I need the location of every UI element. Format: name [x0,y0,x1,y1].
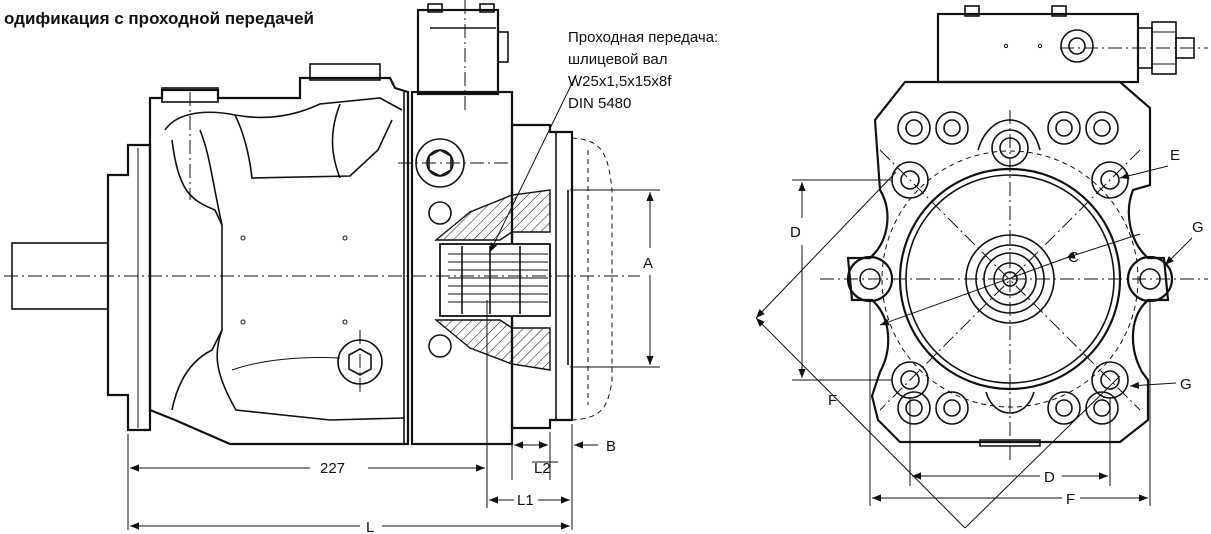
dim-L1-label: L1 [517,492,534,509]
top-bolt-row [897,111,1119,167]
label-F-horizontal: F [1066,491,1075,508]
dim-227-label: 227 [320,460,345,477]
front-housing-outline [846,80,1170,444]
pump-housing [148,76,410,446]
label-D-vertical: D [790,224,801,241]
bottom-bolt-row [897,391,1119,447]
spline-teeth [448,246,548,314]
front-view-dimensions: D F D F C E G G [755,147,1204,529]
side-view [4,0,640,446]
control-valve [416,8,500,96]
label-G-bottom: G [1180,376,1192,393]
label-G-top: G [1192,219,1204,236]
label-D-horizontal: D [1044,469,1055,486]
dim-L2-label: L2 [534,460,551,477]
label-C: C [1068,249,1079,266]
callout-line-3: W25x1,5x15x8f [568,73,672,90]
callout-line-1: Проходная передача: [568,29,718,46]
dim-A-label: A [643,255,653,272]
mounting-flange [106,143,152,432]
drawing-title: одификация с проходной передачей [4,9,314,28]
label-F-diagonal: F [828,392,837,409]
dim-B-label: B [606,438,616,455]
label-E: E [1170,147,1180,164]
splined-shaft [439,243,551,317]
callout-line-2: шлицевой вал [568,51,668,68]
side-view-dimensions: 227 L2 B L1 L A [127,189,660,534]
dim-L-label: L [366,519,374,534]
callout-line-4: DIN 5480 [568,95,631,112]
section-hatch-bottom [434,319,551,371]
section-hatch-top [434,189,551,241]
